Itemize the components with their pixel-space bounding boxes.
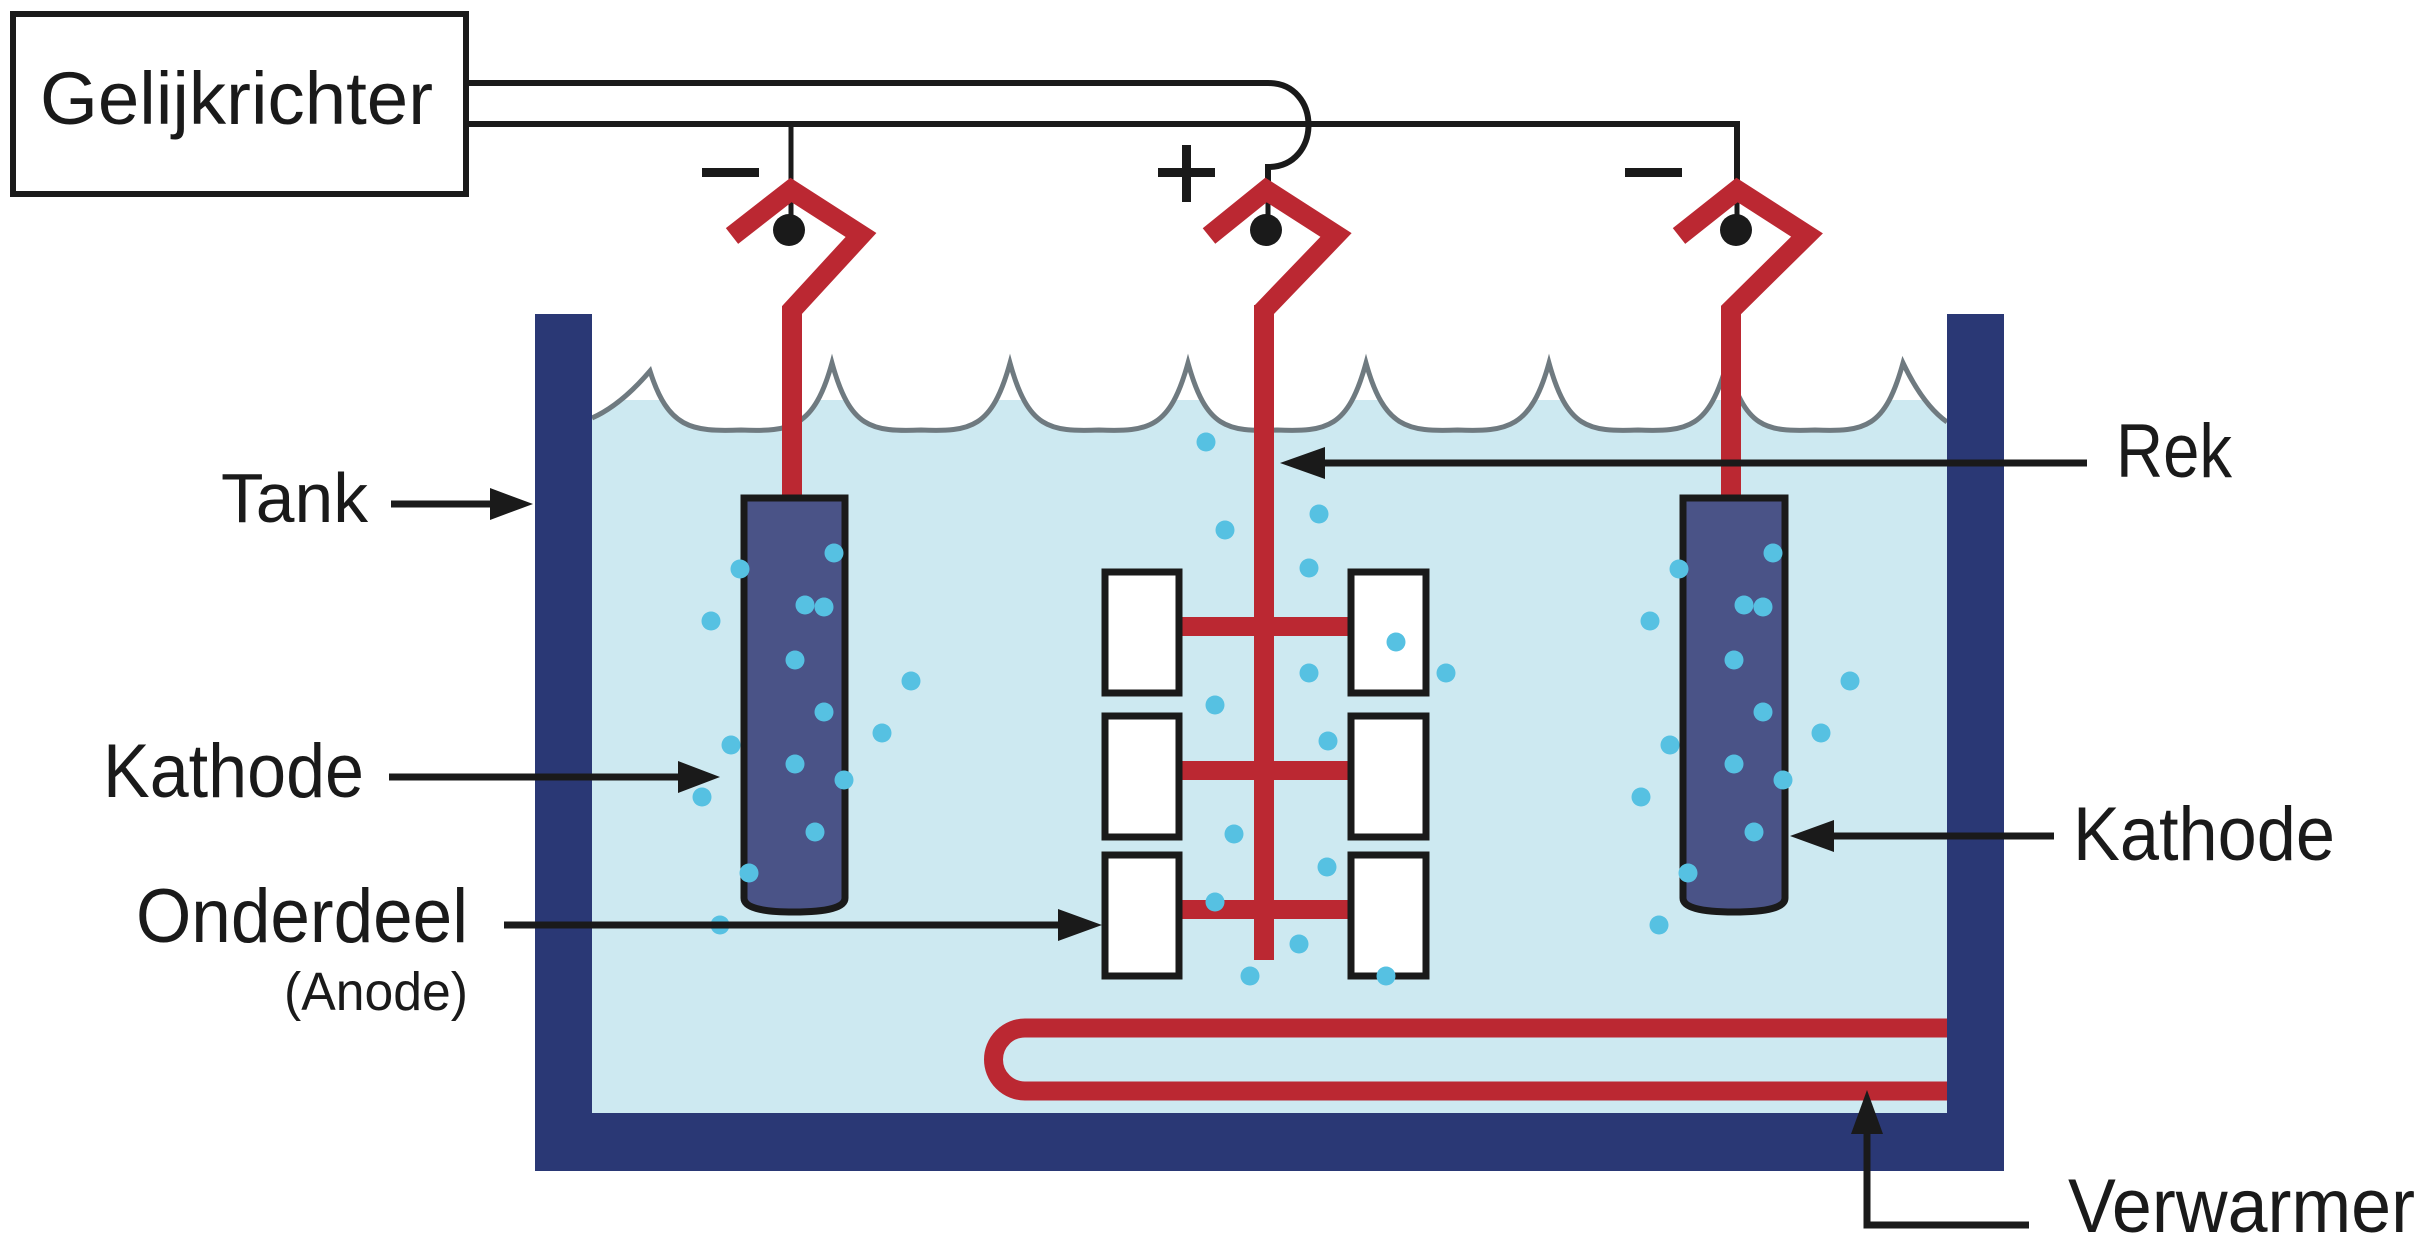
bubble [814,702,834,722]
tank-wall-left [535,314,592,1171]
gas-bubbles [692,432,1860,986]
rectifier: Gelijkrichter [10,11,469,197]
contact-ball-left [773,214,805,246]
rack [1101,177,1430,980]
bubble [1205,695,1225,715]
bubble [1317,857,1337,877]
part-right-1 [1347,568,1430,697]
tank-bottom [535,1113,2004,1171]
bubble [1763,543,1783,563]
bubble [824,543,844,563]
contact-ball-right [1720,214,1752,246]
bubble [1669,559,1689,579]
tank-wall-right [1947,314,2004,1171]
bubble [1773,770,1793,790]
bubble [1631,787,1651,807]
annotations: Tank Kathode Onderdeel (Anode) Rek Katho… [103,409,2415,1249]
bubble [701,611,721,631]
bubble [1215,520,1235,540]
bubble [1724,650,1744,670]
polarity-signs [702,145,1682,202]
bubble [1734,595,1754,615]
bubble [1678,863,1698,883]
minus-sign-left [702,168,759,177]
bubble [1376,966,1396,986]
rack-label: Rek [2116,409,2233,494]
cathode-left-label: Kathode [103,729,364,814]
bubble [785,754,805,774]
bubble [1660,735,1680,755]
part-label: Onderdeel [136,874,468,959]
bubble [692,787,712,807]
negative-wire [466,121,1740,182]
bubble [730,559,750,579]
bubble [795,595,815,615]
bubble [872,723,892,743]
heater-arrow [1851,1090,2029,1229]
plus-sign [1158,145,1215,202]
bubble [834,770,854,790]
cathode-right [1672,177,1823,916]
bubble [1811,723,1831,743]
bubble [1724,754,1744,774]
bubble [721,735,741,755]
bubble [1436,663,1456,683]
part-left-2 [1101,712,1183,841]
bubble [1299,558,1319,578]
bubble [814,597,834,617]
bubble [1649,915,1669,935]
bubble [739,863,759,883]
cathode-left-hook [725,177,877,498]
rack-crossbar-1 [1182,617,1348,636]
minus-sign-right [1625,168,1682,177]
bubble [1309,504,1329,524]
bubble [805,822,825,842]
bubble [1299,663,1319,683]
cathode-right-hook [1672,177,1823,498]
bubble [1240,966,1260,986]
cathode-right-arrow [1790,820,2054,852]
part-left-1 [1101,568,1183,697]
heater-coil [984,1018,1947,1101]
part-right-3 [1347,851,1430,980]
bubble [1205,892,1225,912]
part-left-3 [1101,851,1183,980]
bubble [1753,597,1773,617]
bubble [1289,934,1309,954]
part-sublabel: (Anode) [284,962,468,1022]
bubble [1318,731,1338,751]
part-right-2 [1347,712,1430,841]
bubble [1640,611,1660,631]
bubble [1753,702,1773,722]
tank-label: Tank [221,459,369,537]
bubble [1840,671,1860,691]
rack-arrow [1280,447,2087,479]
rectifier-box [10,11,469,197]
bubble [1744,822,1764,842]
bubble [785,650,805,670]
cathode-right-label: Kathode [2073,792,2335,877]
heater-label: Verwarmer [2068,1164,2415,1249]
bubble [1224,824,1244,844]
cathode-left-arrow [389,761,720,793]
rack-crossbar-2 [1182,761,1348,780]
tank-arrow [391,488,533,520]
wiring [466,80,1740,215]
bubble [1196,432,1216,452]
part-arrow [504,909,1102,941]
bubble [1386,632,1406,652]
contact-ball-center [1250,214,1282,246]
rectifier-label: Gelijkrichter [40,57,433,140]
bubble [901,671,921,691]
